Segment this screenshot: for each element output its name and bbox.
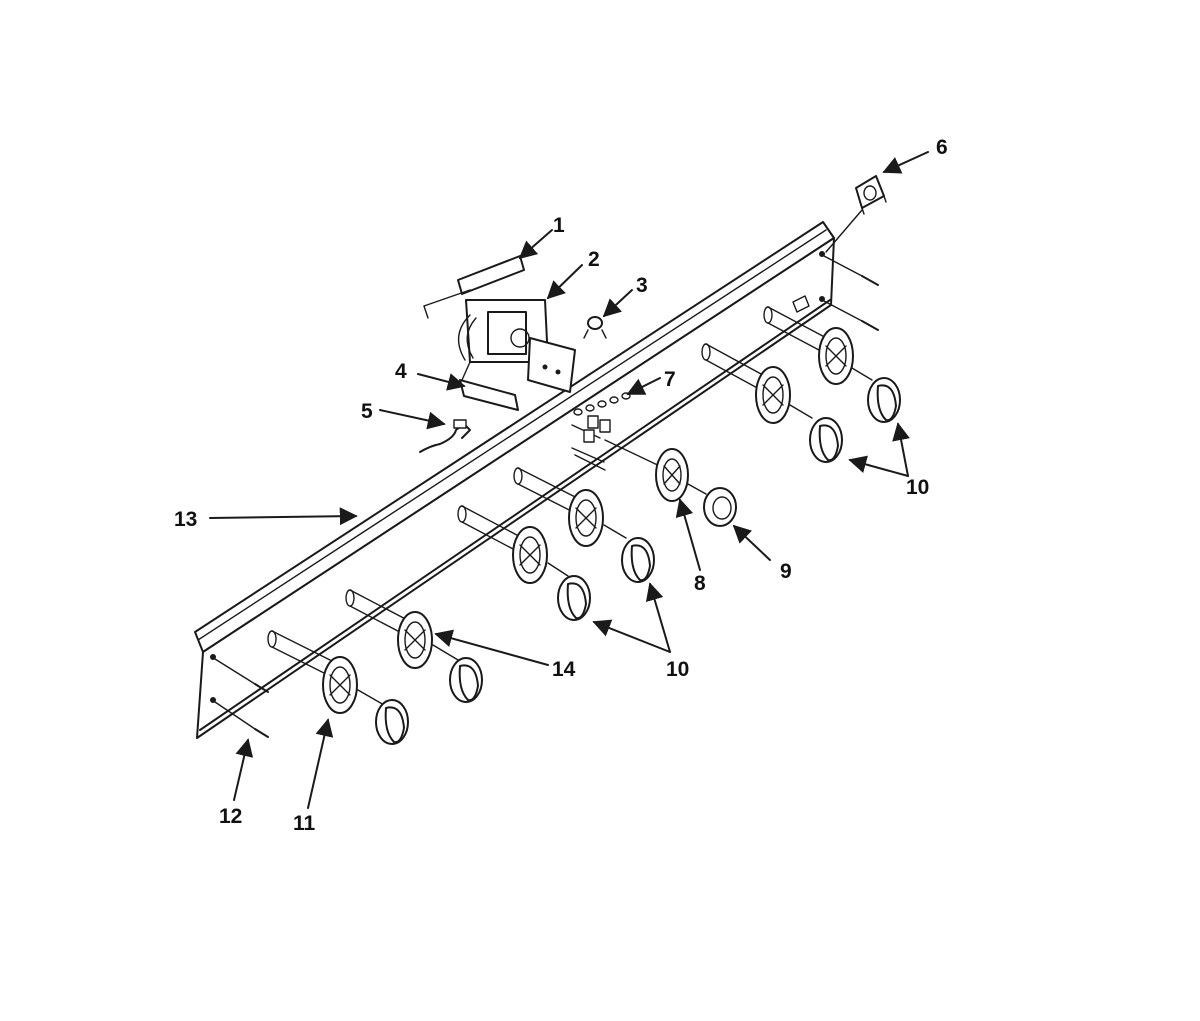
knob-station-1 — [267, 630, 409, 745]
callout-5: 5 — [361, 400, 373, 423]
wire-part-5 — [419, 419, 471, 453]
callout-4: 4 — [395, 360, 407, 383]
callout-10-right: 10 — [906, 476, 929, 499]
knob-station-3 — [457, 505, 591, 621]
callout-3: 3 — [636, 274, 648, 297]
callout-labels: 1 2 3 4 5 6 7 8 9 10 10 11 12 13 14 — [174, 136, 948, 835]
callout-12: 12 — [219, 805, 242, 828]
panel-screws — [214, 255, 879, 738]
knob-station-6 — [701, 343, 843, 463]
callout-9: 9 — [780, 560, 792, 583]
callout-10-center: 10 — [666, 658, 689, 681]
callout-1: 1 — [553, 214, 565, 237]
callout-7: 7 — [664, 368, 676, 391]
control-panel — [194, 221, 835, 739]
callout-11: 11 — [293, 812, 316, 835]
knob-station-2 — [345, 589, 483, 703]
switch-part-6 — [825, 175, 887, 253]
knob-station-7 — [763, 295, 901, 423]
callout-6: 6 — [936, 136, 948, 159]
callout-2: 2 — [588, 248, 600, 271]
sensor-part-3 — [583, 316, 607, 339]
callout-14: 14 — [552, 658, 576, 681]
motor-assembly — [423, 255, 576, 411]
leader-arrows — [209, 151, 929, 809]
knob-station-5-timer — [571, 424, 737, 527]
knob-station-4 — [513, 467, 655, 583]
callout-8: 8 — [694, 572, 706, 595]
callout-13: 13 — [174, 508, 197, 531]
switch-terminals — [573, 392, 631, 443]
